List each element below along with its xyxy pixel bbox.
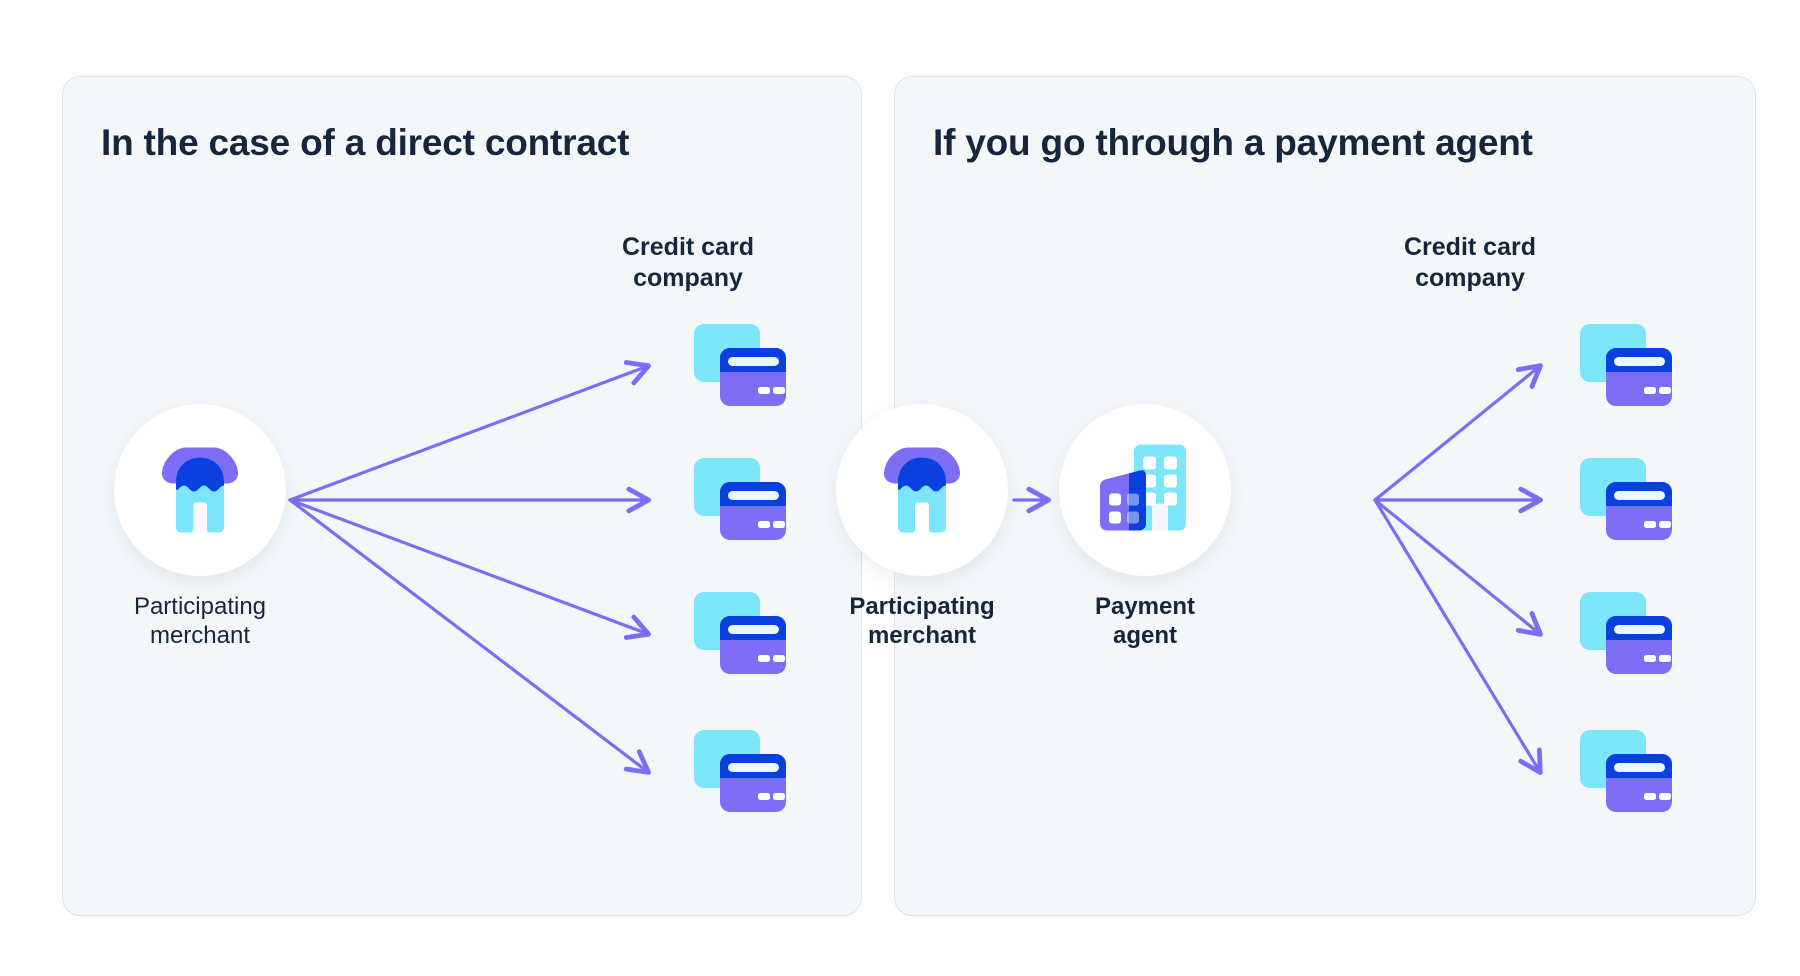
storefront-icon	[874, 442, 970, 539]
node-caption: Participating merchant	[849, 593, 995, 650]
credit-card-icon	[1578, 458, 1674, 546]
office-building-icon	[1096, 441, 1194, 540]
node-participating-merchant-right: Participating merchant	[836, 404, 1008, 651]
node-caption: Participating merchant	[133, 593, 267, 650]
node-disc	[1059, 404, 1231, 576]
node-participating-merchant-left: Participating merchant	[114, 404, 286, 651]
credit-card-company-label-right: Credit card company	[1404, 233, 1536, 292]
node-disc	[836, 404, 1008, 576]
node-disc	[114, 404, 286, 576]
credit-card-icon	[692, 592, 788, 680]
panel-title-payment-agent: If you go through a payment agent	[933, 122, 1533, 163]
credit-card-icon	[692, 458, 788, 546]
credit-card-company-label-left: Credit card company	[622, 233, 754, 292]
node-caption: Payment agent	[1094, 593, 1196, 650]
storefront-icon	[152, 442, 248, 539]
credit-card-icon	[692, 730, 788, 818]
credit-card-icon	[1578, 324, 1674, 412]
node-payment-agent: Payment agent	[1059, 404, 1231, 651]
credit-card-icon	[692, 324, 788, 412]
credit-card-icon	[1578, 730, 1674, 818]
panel-title-direct-contract: In the case of a direct contract	[101, 122, 630, 163]
credit-card-icon	[1578, 592, 1674, 680]
